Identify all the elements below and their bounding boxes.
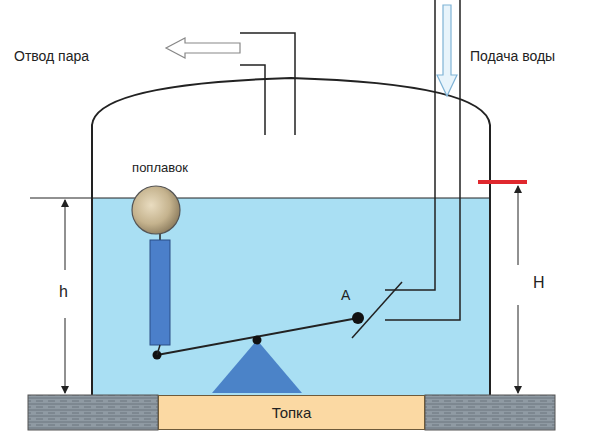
steam-pipe: [240, 33, 295, 135]
flow-label: Подача воды: [470, 48, 555, 64]
furnace-box: Топка: [158, 395, 425, 430]
dimension-line: [518, 186, 519, 265]
dimension-label: h: [59, 283, 68, 301]
float-label: поплавок: [106, 160, 214, 176]
valve-joint: [352, 312, 364, 324]
dimension-line: [518, 305, 519, 393]
float-node: поплавок: [106, 160, 214, 236]
point-label: A: [341, 287, 350, 303]
steam-arrow: [166, 38, 240, 58]
flow-label: Отвод пара: [14, 48, 89, 64]
boiler-tank: [92, 78, 490, 395]
dimension-label: H: [533, 274, 545, 292]
pivot: [253, 336, 262, 345]
extension-line: [30, 198, 92, 199]
fulcrum: [212, 340, 302, 393]
float-rod: [150, 240, 170, 345]
feed-pipe: [385, 0, 460, 320]
base-slab: [28, 395, 158, 430]
rod-link: [157, 345, 160, 355]
float-ball: [132, 186, 180, 234]
valve-flap: [352, 282, 402, 338]
level-mark: [478, 180, 527, 184]
lever: [157, 318, 358, 355]
dimension-line: [65, 200, 66, 270]
furnace-label: Топка: [272, 404, 312, 421]
base-slab: [425, 395, 555, 430]
dimension-line: [65, 318, 66, 393]
feed-arrow: [437, 5, 457, 96]
